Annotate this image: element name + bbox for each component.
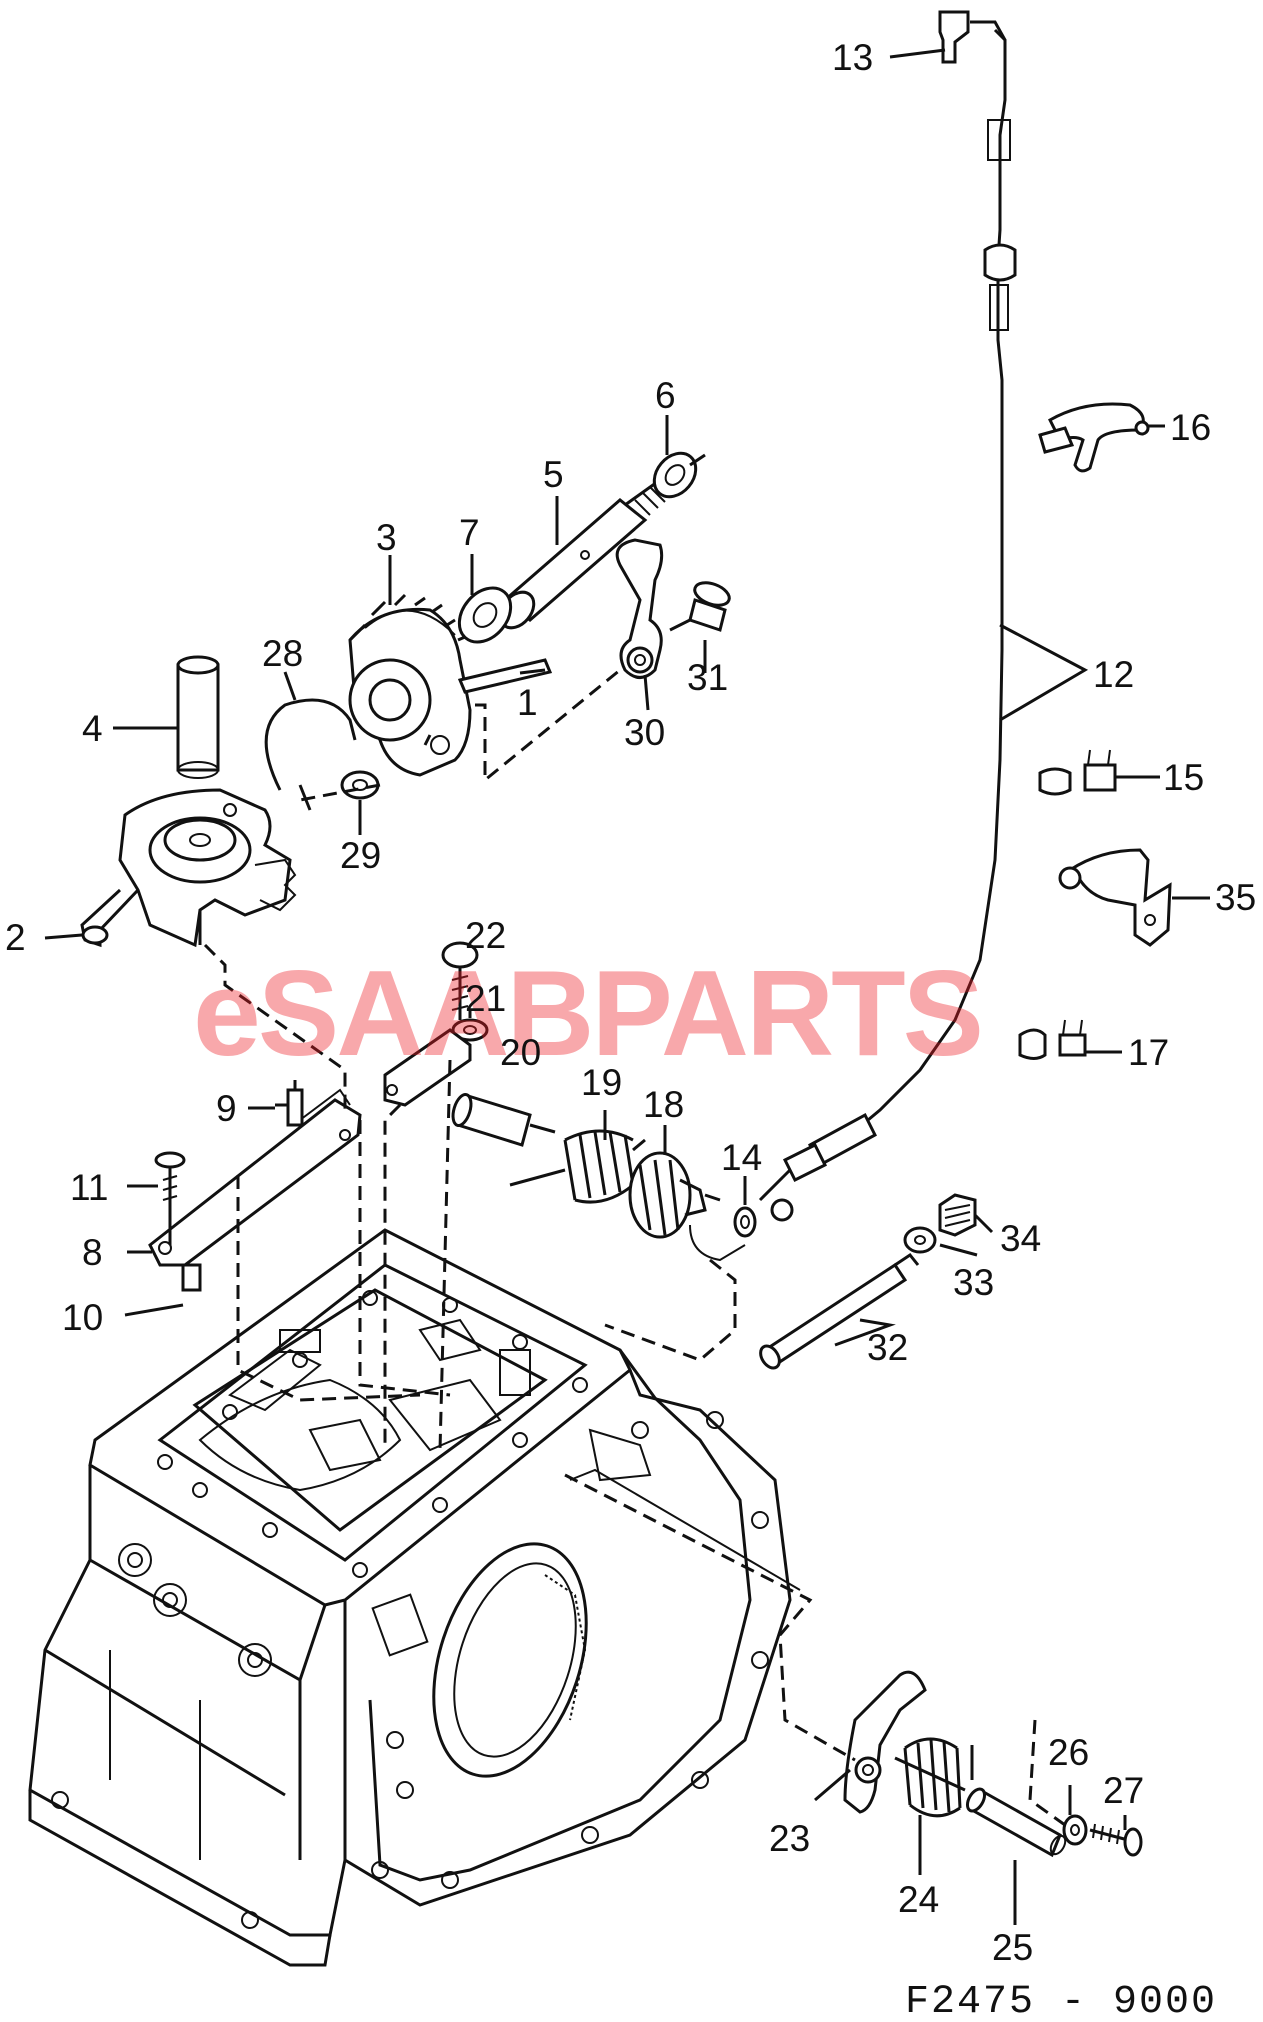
callout-10: 10 xyxy=(62,1297,103,1338)
cable-clip-15 xyxy=(1038,749,1117,796)
callout-17: 17 xyxy=(1128,1032,1169,1073)
callout-1: 1 xyxy=(517,682,538,723)
callout-27: 27 xyxy=(1103,1770,1144,1811)
callout-28: 28 xyxy=(262,633,303,674)
callout-15: 15 xyxy=(1163,757,1204,798)
washer-33 xyxy=(903,1226,937,1254)
callout-9: 9 xyxy=(216,1088,237,1129)
bolt-27 xyxy=(1089,1823,1143,1857)
pin-1 xyxy=(457,658,553,694)
spring-19 xyxy=(509,1129,646,1204)
bolt-22 xyxy=(441,941,479,1020)
figure-code: F2475 - 9000 xyxy=(905,1980,1217,2022)
selector-housing xyxy=(80,788,297,948)
callout-22: 22 xyxy=(465,915,506,956)
spring-28 xyxy=(264,698,357,811)
guide-plate xyxy=(383,1028,472,1107)
pin-9 xyxy=(275,1080,304,1127)
callout-14: 14 xyxy=(721,1137,762,1178)
callout-23: 23 xyxy=(769,1818,810,1859)
cable-bracket xyxy=(1058,848,1172,947)
callout-20: 20 xyxy=(500,1032,541,1073)
lever-23 xyxy=(843,1670,927,1814)
cable-clip-17 xyxy=(1018,1019,1087,1060)
callout-labels: 1 2 3 4 5 6 7 8 9 10 11 12 13 14 15 16 1… xyxy=(5,37,1256,1968)
washer-7 xyxy=(457,586,513,644)
shift-cable xyxy=(758,28,1017,1222)
callout-7: 7 xyxy=(459,512,480,553)
pin-25 xyxy=(965,1787,1067,1858)
callout-25: 25 xyxy=(992,1927,1033,1968)
callout-35: 35 xyxy=(1215,877,1256,918)
callout-30: 30 xyxy=(624,712,665,753)
spring-assembly-18 xyxy=(628,1151,746,1262)
callout-31: 31 xyxy=(687,657,728,698)
callout-6: 6 xyxy=(655,375,676,416)
nut-10 xyxy=(181,1263,202,1292)
callout-3: 3 xyxy=(376,517,397,558)
gear-sector xyxy=(348,593,472,777)
gearbox-housing xyxy=(28,1228,792,1967)
bolt-11 xyxy=(154,1151,186,1245)
cable-clip-16 xyxy=(1038,402,1150,473)
spring-24 xyxy=(894,1737,974,1818)
callout-13: 13 xyxy=(832,37,873,78)
washer-6 xyxy=(652,451,706,499)
callout-33: 33 xyxy=(953,1262,994,1303)
callout-21: 21 xyxy=(465,978,506,1019)
lever-8 xyxy=(148,1088,362,1267)
callout-12: 12 xyxy=(1093,654,1134,695)
callout-16: 16 xyxy=(1170,407,1211,448)
washer-26 xyxy=(1062,1814,1088,1846)
callout-2: 2 xyxy=(5,917,26,958)
callout-4: 4 xyxy=(82,708,103,749)
callout-29: 29 xyxy=(340,835,381,876)
washer-21 xyxy=(451,1018,489,1042)
watermark-text: eSAABPARTS xyxy=(193,945,981,1081)
callout-8: 8 xyxy=(82,1232,103,1273)
assembly-guide-lines xyxy=(203,668,1066,1827)
sleeve-4 xyxy=(176,655,220,779)
callout-34: 34 xyxy=(1000,1218,1041,1259)
shaft-32 xyxy=(759,1252,920,1370)
pin-20 xyxy=(451,1093,556,1147)
plug-34 xyxy=(938,1193,977,1237)
callout-24: 24 xyxy=(898,1879,939,1920)
callout-19: 19 xyxy=(581,1062,622,1103)
callout-32: 32 xyxy=(867,1327,908,1368)
callout-5: 5 xyxy=(543,454,564,495)
o-ring-14 xyxy=(733,1206,757,1238)
callout-11: 11 xyxy=(70,1167,108,1208)
bushing-31 xyxy=(669,581,731,632)
cable-end-fitting xyxy=(938,10,1007,64)
callout-26: 26 xyxy=(1048,1732,1089,1773)
leader-lines xyxy=(44,48,1210,1925)
callout-18: 18 xyxy=(643,1084,684,1125)
lever-30 xyxy=(615,538,664,679)
